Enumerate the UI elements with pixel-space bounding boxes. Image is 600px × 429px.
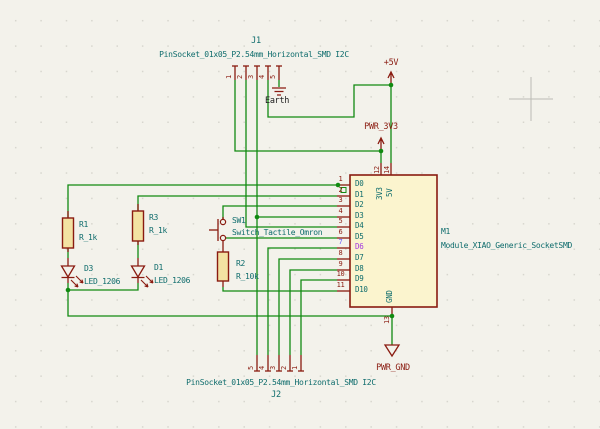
sw1-ref[interactable]: SW1 bbox=[232, 216, 246, 225]
junction-dot[interactable] bbox=[378, 148, 384, 154]
m1-pin-num: 5 bbox=[338, 217, 343, 225]
wire[interactable] bbox=[300, 279, 337, 355]
r1-value[interactable]: R_1k bbox=[79, 233, 98, 242]
junction-dot[interactable] bbox=[254, 214, 260, 220]
m1-pin-name: D4 bbox=[355, 221, 364, 230]
led-d3-arrows bbox=[70, 275, 84, 288]
led-d1-arrows bbox=[140, 275, 154, 288]
j1-pin-number: 2 bbox=[236, 75, 244, 79]
resistor-r3-body[interactable] bbox=[131, 210, 145, 242]
m1-pin14-num: 14 bbox=[383, 166, 391, 174]
j1-pin-number: 5 bbox=[269, 75, 277, 79]
wire[interactable] bbox=[222, 287, 337, 292]
j2-pin-number: 3 bbox=[269, 366, 277, 370]
m1-pin-num: 4 bbox=[338, 207, 343, 215]
m1-pin12-name: 3V3 bbox=[375, 187, 384, 200]
j2-pin-number: 4 bbox=[258, 366, 266, 370]
junction-dot[interactable] bbox=[335, 182, 341, 188]
m1-pin13-num: 13 bbox=[383, 316, 391, 324]
resistor-r2-body[interactable] bbox=[216, 251, 230, 282]
m1-pin-num: 8 bbox=[338, 249, 343, 257]
wire[interactable] bbox=[267, 80, 391, 118]
led-d3-symbol[interactable] bbox=[60, 265, 76, 279]
m1-pin-name: D0 bbox=[355, 179, 364, 188]
m1-pin-num: 7 bbox=[338, 238, 343, 246]
pwr3v3-label[interactable]: PWR_3V3 bbox=[364, 122, 398, 132]
m1-pin-name: D7 bbox=[355, 253, 364, 262]
wire[interactable] bbox=[245, 80, 337, 228]
m1-pin-name: D10 bbox=[355, 285, 368, 294]
m1-pin-name: D2 bbox=[355, 200, 364, 209]
r3-ref[interactable]: R3 bbox=[149, 213, 159, 222]
d1-value[interactable]: LED_1206 bbox=[154, 276, 191, 285]
earth-ground-symbol[interactable] bbox=[272, 87, 286, 96]
m1-pin-num: 3 bbox=[338, 196, 343, 204]
r2-value[interactable]: R_10k bbox=[236, 272, 259, 281]
sw1-value[interactable]: Switch_Tactile_Omron bbox=[232, 228, 323, 237]
wire[interactable] bbox=[67, 283, 393, 345]
d1-ref[interactable]: D1 bbox=[154, 263, 164, 272]
wire[interactable] bbox=[222, 205, 337, 219]
j1-ref[interactable]: J1 bbox=[251, 36, 261, 46]
wire[interactable] bbox=[234, 80, 381, 152]
j2-pin-number: 1 bbox=[291, 366, 299, 370]
m1-value[interactable]: Module_XIAO_Generic_SocketSMD bbox=[441, 241, 572, 250]
j1-pin-number: 3 bbox=[247, 75, 255, 79]
wire[interactable] bbox=[68, 283, 139, 291]
m1-pin-num: 11 bbox=[336, 281, 345, 289]
wire[interactable] bbox=[137, 195, 337, 211]
led-d1-symbol[interactable] bbox=[130, 265, 146, 279]
plus5v-label[interactable]: +5V bbox=[383, 58, 399, 68]
wire[interactable] bbox=[289, 269, 337, 355]
m1-pin-name: D8 bbox=[355, 264, 364, 273]
j2-footprint[interactable]: PinSocket_01x05_P2.54mm_Horizontal_SMD I… bbox=[186, 378, 376, 387]
symbol-anchor bbox=[340, 187, 347, 193]
m1-pin-name: D5 bbox=[355, 232, 364, 241]
m1-pin-name: D3 bbox=[355, 211, 364, 220]
module-m1-body[interactable] bbox=[349, 174, 438, 308]
m1-pin14-name: 5V bbox=[385, 188, 394, 197]
m1-pin-num: 2 bbox=[338, 186, 343, 194]
d3-ref[interactable]: D3 bbox=[84, 264, 94, 273]
sw1-contact[interactable] bbox=[219, 234, 227, 242]
m1-pin13-name: GND bbox=[385, 290, 394, 303]
m1-pin-num: 10 bbox=[336, 270, 345, 278]
sw1-contact[interactable] bbox=[219, 218, 227, 226]
r2-ref[interactable]: R2 bbox=[236, 259, 246, 268]
junction-dot[interactable] bbox=[65, 287, 71, 293]
j1-footprint[interactable]: PinSocket_01x05_P2.54mm_Horizontal_SMD I… bbox=[159, 50, 349, 59]
m1-ref[interactable]: M1 bbox=[441, 227, 451, 236]
m1-pin-name: D1 bbox=[355, 190, 364, 199]
pwr-gnd-symbol[interactable] bbox=[383, 344, 401, 358]
m1-pin12-num: 12 bbox=[373, 166, 381, 174]
wire[interactable] bbox=[267, 247, 337, 355]
junction-dot[interactable] bbox=[388, 82, 394, 88]
m1-pin-num: 1 bbox=[338, 175, 343, 183]
m1-pin-name: D9 bbox=[355, 274, 364, 283]
m1-pin-name: D6 bbox=[355, 242, 364, 251]
j2-pin-number: 2 bbox=[280, 366, 288, 370]
earth-label[interactable]: Earth bbox=[265, 96, 290, 106]
r1-ref[interactable]: R1 bbox=[79, 220, 89, 229]
j2-ref[interactable]: J2 bbox=[271, 390, 281, 400]
wire[interactable] bbox=[278, 258, 337, 355]
d3-value[interactable]: LED_1206 bbox=[84, 277, 121, 286]
resistor-r1-body[interactable] bbox=[61, 217, 75, 249]
j1-pin-number: 4 bbox=[258, 75, 266, 79]
junction-dot[interactable] bbox=[389, 313, 395, 319]
wire[interactable] bbox=[67, 184, 337, 218]
r3-value[interactable]: R_1k bbox=[149, 226, 168, 235]
m1-pin-num: 6 bbox=[338, 228, 343, 236]
pwrgnd-label[interactable]: PWR_GND bbox=[376, 363, 410, 373]
j2-pin-number: 5 bbox=[247, 366, 255, 370]
m1-pin-num: 9 bbox=[338, 260, 343, 268]
j1-pin-number: 1 bbox=[225, 75, 233, 79]
